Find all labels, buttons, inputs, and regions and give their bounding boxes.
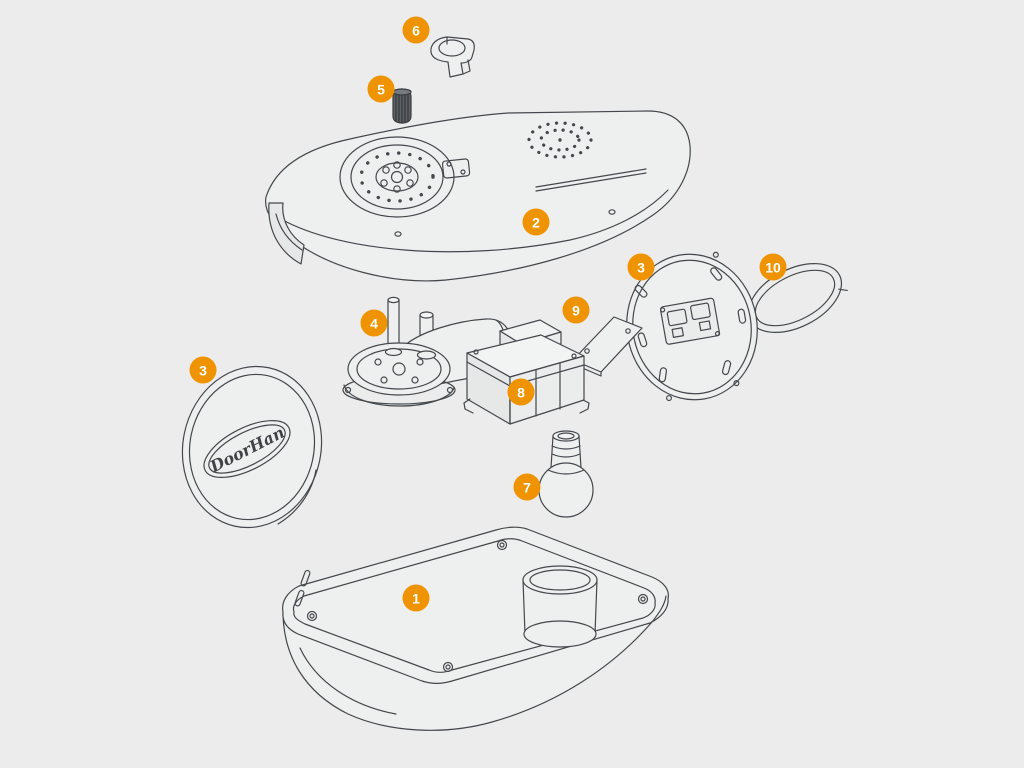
part-side-cover: DoorHan	[181, 365, 323, 529]
part-top-cover	[265, 110, 691, 282]
part-coupler	[392, 88, 412, 124]
callout-badge-6: 6	[402, 16, 430, 44]
part-lamp	[538, 430, 594, 518]
callout-badge-4: 4	[360, 309, 388, 337]
callout-badge-5: 5	[367, 75, 395, 103]
part-base-tray	[282, 526, 669, 731]
callout-badge-9: 9	[562, 296, 590, 324]
part-transformer	[463, 319, 590, 425]
callout-badge-3: 3	[627, 253, 655, 281]
callout-badge-10: 10	[759, 253, 787, 281]
callout-badge-7: 7	[513, 473, 541, 501]
part-flat-plate	[572, 316, 643, 377]
part-control-plate	[626, 251, 758, 402]
callout-badge-3: 3	[189, 356, 217, 384]
part-bracket	[430, 36, 475, 78]
callout-badge-2: 2	[522, 208, 550, 236]
callout-badge-1: 1	[402, 584, 430, 612]
callout-badge-8: 8	[507, 378, 535, 406]
